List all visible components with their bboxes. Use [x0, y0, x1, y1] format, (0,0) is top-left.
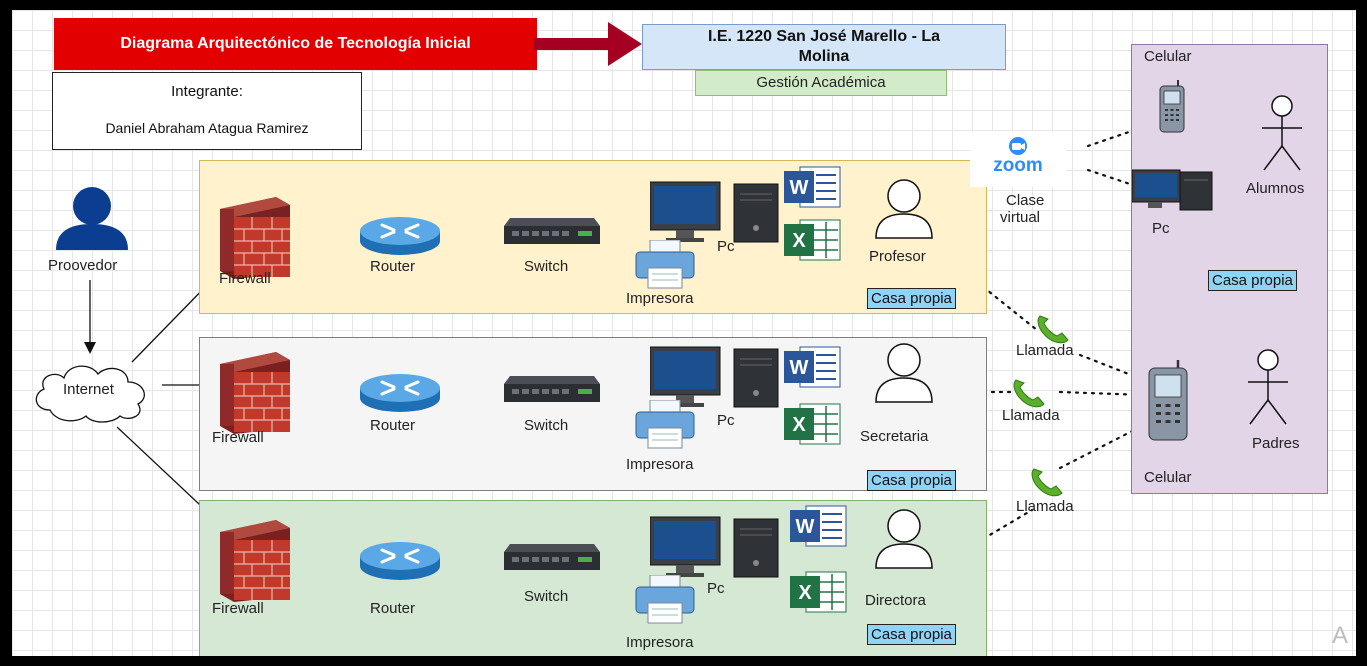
- firewall-label-secretaria: Firewall: [212, 429, 264, 446]
- phone-call-icon-2: [1013, 379, 1045, 408]
- students-pc-label: Pc: [1152, 220, 1170, 237]
- pc-icon-secretaria: [650, 346, 779, 408]
- home-tag-secretaria: Casa propia: [867, 470, 956, 491]
- router-icon-profesor: [360, 217, 440, 255]
- person-label-directora: Directora: [865, 592, 926, 609]
- excel-icon-directora: X: [790, 571, 847, 613]
- person-icon-profesor: [875, 179, 933, 239]
- excel-letter: X: [798, 582, 812, 604]
- zoom-camera-icon: [1009, 137, 1027, 155]
- internet-row1-line: [131, 279, 213, 363]
- title-arrow: [534, 22, 642, 66]
- printer-icon-secretaria: [635, 400, 695, 449]
- pc-label-directora: Pc: [707, 580, 725, 597]
- firewall-label-directora: Firewall: [212, 600, 264, 617]
- secretaria-call-dots-b: [1058, 390, 1146, 397]
- word-icon-profesor: W: [784, 166, 841, 208]
- printer-icon-directora: [635, 575, 695, 624]
- zoom-wordmark: zoom: [993, 155, 1043, 176]
- firewall-icon-secretaria: [220, 352, 290, 434]
- switch-label-secretaria: Switch: [524, 417, 569, 434]
- person-icon-secretaria: [875, 343, 933, 403]
- router-label-secretaria: Router: [370, 417, 416, 434]
- zoom-pc-dots: [1086, 168, 1132, 186]
- firewall-icon-directora: [220, 520, 290, 602]
- parents-label: Padres: [1252, 435, 1300, 452]
- home-tag-directora: Casa propia: [867, 624, 956, 645]
- firewall-icon-profesor: [220, 197, 290, 279]
- diagram-title: Diagrama Arquitectónico de Tecnología In…: [54, 18, 537, 70]
- switch-icon-secretaria: [504, 376, 600, 402]
- provider-label: Proovedor: [48, 257, 118, 274]
- directora-call-dots-b: [1058, 423, 1146, 470]
- router-icon-directora: [360, 542, 440, 580]
- parents-cellphone-icon: [1148, 360, 1188, 441]
- word-letter: W: [796, 516, 815, 538]
- router-label-directora: Router: [370, 600, 416, 617]
- firewall-label-profesor: Firewall: [219, 270, 271, 287]
- home-tag-profesor: Casa propia: [867, 288, 956, 309]
- members-label: Integrante:: [171, 83, 243, 100]
- call-label-1: Llamada: [1016, 342, 1074, 359]
- person-icon-directora: [875, 509, 933, 569]
- printer-label-profesor: Impresora: [626, 290, 694, 307]
- router-label-profesor: Router: [370, 258, 416, 275]
- call-label-2: Llamada: [1002, 407, 1060, 424]
- phone-call-icon-1: [1037, 315, 1069, 344]
- school-name-line1: I.E. 1220 San José Marello - La: [707, 28, 941, 45]
- switch-icon-directora: [504, 544, 600, 570]
- zoom-logo: zoom: [970, 131, 1066, 187]
- phone-call-icon-3: [1031, 468, 1063, 497]
- word-letter: W: [790, 177, 809, 199]
- excel-icon-profesor: X: [784, 219, 841, 261]
- directora-call-dots-a: [954, 508, 1034, 557]
- router-icon-secretaria: [360, 374, 440, 412]
- switch-label-directora: Switch: [524, 588, 569, 605]
- printer-label-directora: Impresora: [626, 634, 694, 651]
- pc-icon-directora: [650, 516, 779, 578]
- school-name-line2: Molina: [798, 48, 850, 65]
- provider-arrowhead: [84, 342, 96, 354]
- person-label-profesor: Profesor: [869, 248, 926, 265]
- cellphone-top-icon: [1159, 80, 1185, 133]
- area-box: Gestión Académica: [695, 70, 947, 96]
- parents-actor-icon: [1248, 349, 1288, 425]
- students-pc-icon: [1132, 169, 1213, 211]
- printer-label-secretaria: Impresora: [626, 456, 694, 473]
- students-actor-icon: [1262, 95, 1302, 171]
- call-label-3: Llamada: [1016, 498, 1074, 515]
- excel-letter: X: [792, 414, 806, 436]
- printer-icon-profesor: [635, 240, 695, 289]
- word-icon-directora: W: [790, 505, 847, 547]
- excel-letter: X: [792, 230, 806, 252]
- diagram-canvas: Diagrama Arquitectónico de Tecnología In…: [12, 10, 1356, 656]
- cellphone-top-label: Celular: [1144, 48, 1192, 65]
- home-row-directora: [199, 500, 987, 656]
- students-home-tag: Casa propia: [1208, 270, 1297, 291]
- switch-icon-profesor: [504, 218, 600, 244]
- cellphone-bottom-label: Celular: [1144, 469, 1192, 486]
- watermark: A: [1332, 622, 1349, 649]
- switch-label-profesor: Switch: [524, 258, 569, 275]
- pc-label-secretaria: Pc: [717, 412, 735, 429]
- internet-label: Internet: [63, 381, 114, 398]
- virtual-class-label-line2: virtual: [1000, 209, 1041, 226]
- person-label-secretaria: Secretaria: [860, 428, 929, 445]
- pc-label-profesor: Pc: [717, 238, 735, 255]
- students-label: Alumnos: [1246, 180, 1305, 197]
- school-name-box: I.E. 1220 San José Marello - La Molina: [642, 24, 1006, 70]
- member-name: Daniel Abraham Atagua Ramirez: [105, 120, 309, 136]
- virtual-class-label-line1: Clase: [1006, 192, 1045, 209]
- word-letter: W: [790, 357, 809, 379]
- pc-icon-profesor: [650, 181, 779, 243]
- provider-user-icon: [56, 187, 128, 250]
- internet-cloud-icon: [35, 365, 145, 423]
- members-box: Integrante: Daniel Abraham Atagua Ramire…: [52, 72, 362, 150]
- excel-icon-secretaria: X: [784, 403, 841, 445]
- home-row-secretaria: [199, 337, 987, 491]
- word-icon-secretaria: W: [784, 346, 841, 388]
